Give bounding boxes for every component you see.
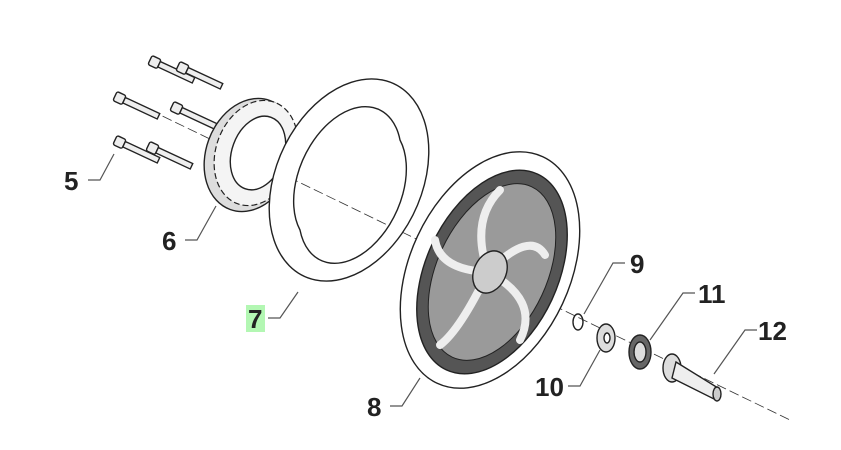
axle-part-12[interactable] bbox=[662, 353, 722, 402]
callout-6[interactable]: 6 bbox=[162, 226, 176, 256]
callout-12[interactable]: 12 bbox=[758, 316, 787, 346]
bolts-part-5[interactable] bbox=[112, 55, 224, 170]
disc-part-7[interactable] bbox=[268, 78, 430, 282]
callout-highlight bbox=[246, 305, 265, 332]
wheel-part-8[interactable] bbox=[365, 123, 616, 417]
callout-7[interactable]: 7 bbox=[248, 304, 262, 334]
leader-lines bbox=[88, 153, 757, 407]
callout-9[interactable]: 9 bbox=[630, 249, 644, 279]
callout-10[interactable]: 10 bbox=[535, 372, 564, 402]
callout-11[interactable]: 11 bbox=[698, 279, 726, 309]
bearing-part-11[interactable] bbox=[628, 334, 652, 370]
callout-8[interactable]: 8 bbox=[367, 392, 381, 422]
callout-5[interactable]: 5 bbox=[64, 166, 78, 196]
circlip-part-9[interactable] bbox=[572, 313, 584, 331]
washer-part-10[interactable] bbox=[596, 323, 616, 353]
